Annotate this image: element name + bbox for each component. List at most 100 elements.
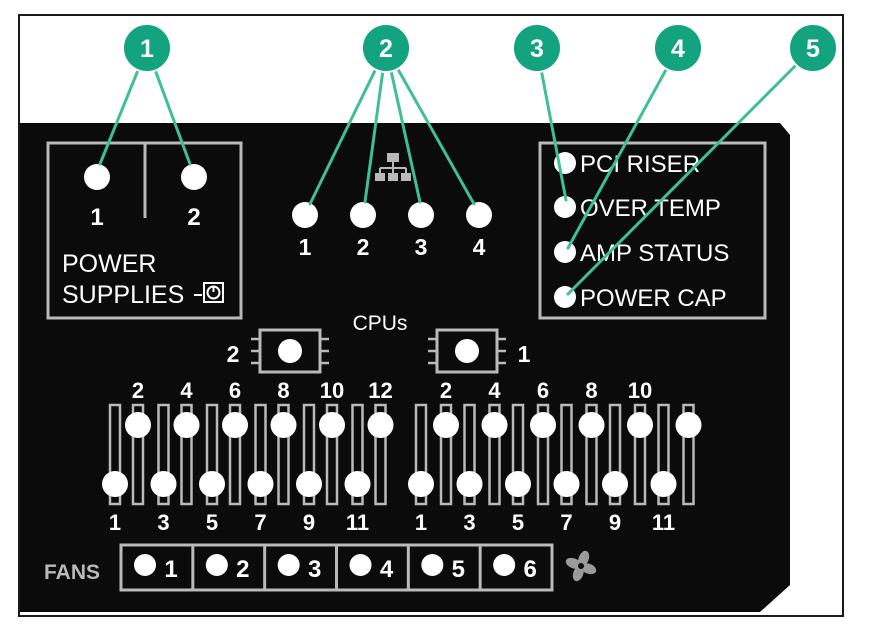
dimm-left-label-6: 6	[229, 378, 241, 403]
network-group: 1 2 3 4	[292, 153, 492, 260]
callout-5: 5	[788, 23, 838, 73]
nic-port-4-led	[466, 202, 492, 228]
fan-6-number: 6	[523, 556, 536, 583]
dimm-right-odd-9-led	[602, 471, 628, 497]
cpu-2-number: 2	[227, 341, 240, 367]
dimm-right-label-11: 11	[652, 510, 675, 535]
cpu-2-chip	[251, 328, 329, 374]
fan-5-led	[421, 554, 444, 576]
dimm-left-label-10: 10	[320, 378, 344, 403]
leader-5	[566, 46, 815, 296]
fan-icon	[565, 550, 597, 582]
dimm-left-even-8	[270, 403, 297, 506]
dimm-left-odd-11-led	[344, 471, 371, 497]
cpu-1-chip	[428, 328, 506, 374]
fan-4-number: 4	[380, 556, 394, 583]
power-supply-1-led	[84, 164, 110, 190]
dimm-left-odd-3-led	[150, 471, 177, 497]
dimm-left-odd-7-led	[247, 471, 274, 497]
dimm-right-label-4: 4	[488, 378, 501, 403]
dimm-left-label-8: 8	[277, 378, 289, 403]
dimm-left-label-5: 5	[206, 510, 218, 535]
cpus-label: CPUs	[353, 312, 408, 335]
dimm-left-odd-7	[247, 403, 274, 506]
fan-6: 6	[478, 545, 537, 590]
callout-1: 1	[122, 23, 172, 73]
dimm-right-even-10-led	[627, 412, 653, 438]
dimm-left-even-12	[367, 403, 394, 506]
fan-1-led	[134, 554, 156, 576]
power-supplies-label-line1: POWER	[62, 250, 156, 278]
leader-4	[566, 46, 680, 250]
leader-2d	[384, 46, 476, 206]
dimm-left-odd-1	[102, 403, 128, 506]
dimm-left-odd-5-led	[199, 471, 225, 497]
svg-text:5: 5	[806, 35, 820, 63]
amp-status-label: AMP STATUS	[580, 240, 729, 267]
dimm-left-odd-9-led	[296, 471, 322, 497]
callout-leaders	[98, 46, 815, 296]
dimm-right-even-10	[627, 403, 653, 506]
leader-3	[535, 46, 568, 202]
fan-5-number: 5	[452, 556, 465, 583]
dimm-right-even-unlabeled-led	[675, 412, 702, 438]
dimm-left-label-4: 4	[180, 378, 193, 403]
fan-3: 3	[263, 545, 321, 590]
over-temp-label: OVER TEMP	[580, 195, 721, 222]
leader-2c	[384, 46, 422, 204]
cpu-2-led	[278, 339, 302, 363]
dimm-right-label-5: 5	[512, 510, 524, 535]
dimm-left-label-1: 1	[109, 510, 121, 535]
dimm-left-even-6	[222, 403, 248, 506]
nic-port-1-led	[292, 202, 318, 228]
dimm-left-label-7: 7	[254, 510, 266, 535]
dimm-left-label-12: 12	[368, 378, 392, 403]
dimm-left-odd-11	[344, 403, 371, 506]
dimm-right-even-2-led	[433, 412, 459, 438]
dimm-right-odd-11-led	[650, 471, 677, 497]
dimm-right-odd-5	[505, 403, 531, 506]
cpu-group: CPUs 2 1	[227, 312, 531, 374]
dimm-right-odd-1-led	[408, 471, 434, 497]
dimm-left-odd-3	[150, 403, 177, 506]
power-supply-2-led	[181, 164, 207, 190]
dimm-right-label-6: 6	[537, 378, 549, 403]
network-icon	[375, 153, 411, 181]
dimm-left-even-12-led	[367, 412, 394, 438]
callout-2: 2	[361, 23, 411, 73]
dimm-right-even-4-led	[481, 412, 508, 438]
status-group: PCI RISER OVER TEMP AMP STATUS POWER CAP	[538, 141, 767, 320]
status-box	[538, 141, 767, 320]
callout-3: 3	[512, 23, 562, 73]
dimm-right-even-2	[433, 403, 459, 506]
dimm-left-label-11: 11	[346, 510, 369, 535]
dimm-right-even-8	[578, 403, 605, 506]
svg-text:2: 2	[379, 35, 393, 63]
nic-port-3-number: 3	[415, 234, 428, 260]
dimm-right-odd-11	[650, 403, 677, 506]
dimm-left-label-2: 2	[132, 378, 144, 403]
dimm-right-even-6	[530, 403, 556, 506]
nic-port-1-number: 1	[299, 234, 312, 260]
dimm-right-odd-3-led	[456, 471, 483, 497]
nic-port-2-led	[350, 202, 376, 228]
dimm-left-even-6-led	[222, 412, 248, 438]
dimm-right-label-9: 9	[609, 510, 621, 535]
nic-port-2-number: 2	[357, 234, 370, 260]
amp-status-led	[554, 241, 576, 263]
power-supply-2-number: 2	[187, 204, 200, 231]
fan-2-led	[205, 554, 228, 576]
leader-2b	[363, 46, 388, 204]
dimm-left-even-8-led	[270, 412, 297, 438]
nic-port-4-number: 4	[473, 234, 486, 260]
svg-text:4: 4	[671, 35, 685, 63]
dimm-left-odd-5	[199, 403, 225, 506]
power-cap-label: POWER CAP	[580, 285, 727, 312]
dimm-right-label-7: 7	[560, 510, 572, 535]
callout-4: 4	[653, 23, 703, 73]
dimm-right-label-8: 8	[585, 378, 597, 403]
leader-2a	[308, 46, 388, 206]
